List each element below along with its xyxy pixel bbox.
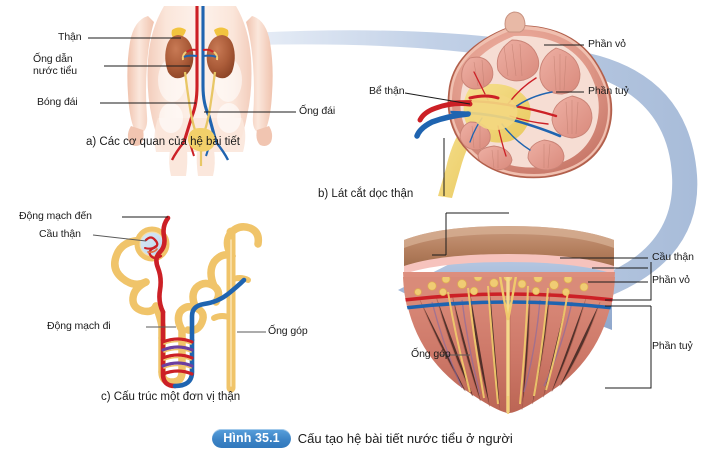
label-ong-dan-nuoc-tieu-line1: Ống dẫn: [33, 53, 73, 65]
label-phan-vo: Phần vỏ: [588, 38, 626, 50]
label-phan-tuy-2: Phần tuỷ: [652, 340, 693, 352]
panel-a-caption: a) Các cơ quan của hệ bài tiết: [86, 136, 240, 148]
label-ong-dan-nuoc-tieu-line2: nước tiểu: [33, 65, 77, 78]
figure-caption-text: Cấu tạo hệ bài tiết nước tiểu ở người: [297, 430, 513, 446]
label-than: Thận: [58, 31, 82, 43]
label-phan-vo-2: Phần vỏ: [652, 274, 690, 286]
label-be-than: Bể thận: [369, 85, 405, 97]
label-ong-gop: Ống góp: [268, 325, 308, 337]
label-phan-tuy: Phần tuỷ: [588, 85, 629, 97]
label-cau-than-2: Cầu thận: [652, 251, 694, 263]
label-dong-mach-den: Động mạch đến: [19, 210, 92, 222]
panel-b-caption: b) Lát cắt dọc thận: [318, 188, 414, 200]
label-ong-gop-2: Ống góp: [411, 348, 451, 360]
figure-number-badge: Hình 35.1: [212, 428, 291, 448]
label-ong-dai: Ống đái: [299, 105, 336, 117]
torso-illustration: [127, 6, 273, 176]
leader-lines: [88, 37, 652, 389]
figure-caption-bar: Hình 35.1 Cấu tạo hệ bài tiết nước tiểu …: [0, 424, 725, 452]
kidney-section-illustration: [414, 11, 613, 198]
nephron-illustration: [111, 215, 263, 393]
label-dong-mach-di: Động mạch đi: [47, 320, 111, 332]
kidney-wedge-illustration: [403, 226, 615, 414]
panel-c-caption: c) Cấu trúc một đơn vị thận: [101, 391, 241, 403]
label-cau-than: Cầu thận: [39, 228, 81, 240]
label-bong-dai: Bóng đái: [37, 96, 78, 108]
